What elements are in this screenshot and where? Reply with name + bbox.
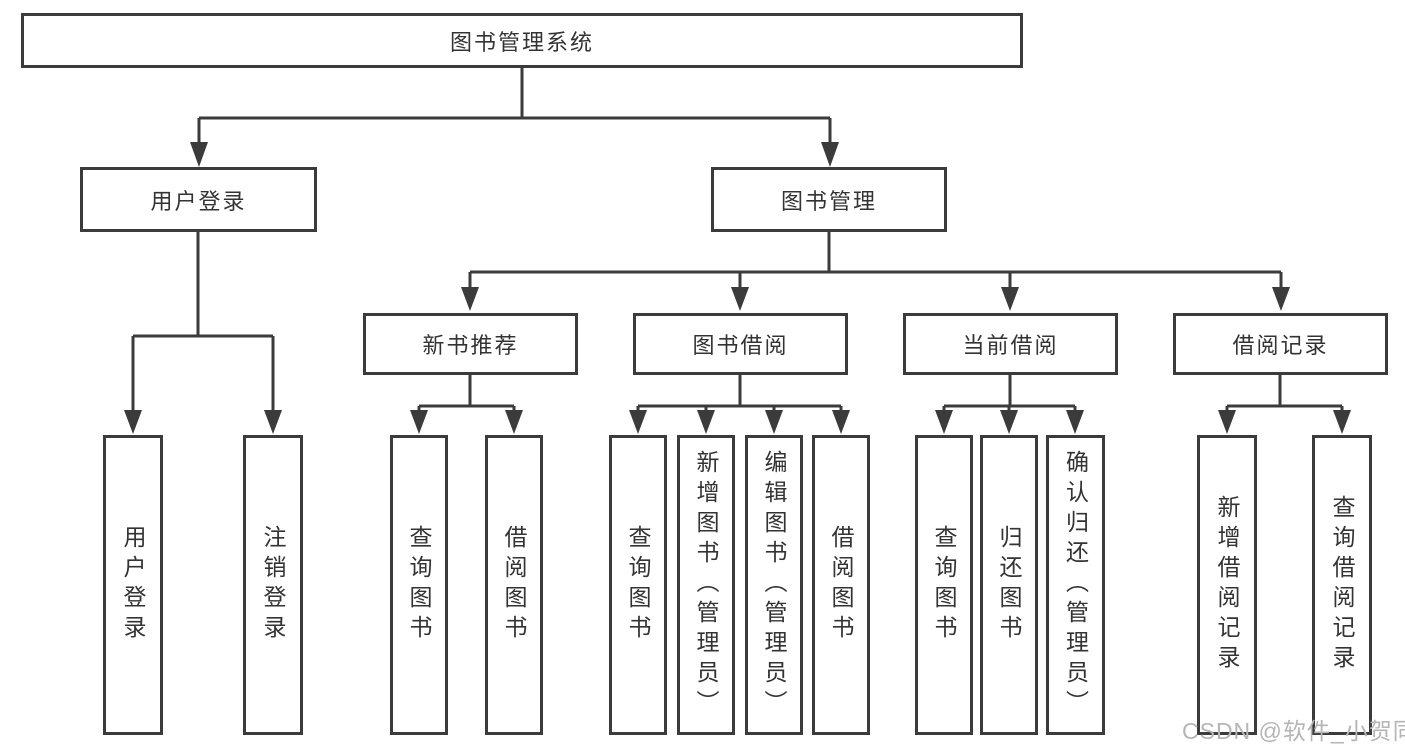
node-label: 新增借阅记录 xyxy=(1214,495,1240,675)
node-label: 查询借阅记录 xyxy=(1329,495,1355,675)
leaf-query-books-borrow: 查询图书 xyxy=(609,435,667,735)
leaf-confirm-return-admin: 确认归还（管理员） xyxy=(1046,435,1105,735)
leaf-return-book: 归还图书 xyxy=(980,435,1038,735)
node-system-root: 图书管理系统 xyxy=(21,13,1023,68)
arrowheads xyxy=(124,142,1351,434)
node-new-book-recommend: 新书推荐 xyxy=(363,313,578,375)
node-label: 注销登录 xyxy=(260,525,286,645)
node-label: 借阅图书 xyxy=(828,525,854,645)
node-label: 图书管理系统 xyxy=(449,29,594,55)
node-book-borrowing: 图书借阅 xyxy=(633,313,848,375)
node-label: 新增图书（管理员） xyxy=(693,450,719,720)
node-label: 确认归还（管理员） xyxy=(1062,450,1089,720)
node-label: 图书借阅 xyxy=(692,333,789,358)
node-label: 图书管理 xyxy=(780,188,877,214)
leaf-borrow-books-recommend: 借阅图书 xyxy=(485,435,543,735)
node-label: 归还图书 xyxy=(996,525,1022,645)
node-label: 借阅记录 xyxy=(1232,333,1329,358)
node-current-borrowing: 当前借阅 xyxy=(903,313,1118,375)
leaf-query-books-recommend: 查询图书 xyxy=(390,435,448,735)
node-label: 编辑图书（管理员） xyxy=(761,450,787,720)
leaf-edit-book-admin: 编辑图书（管理员） xyxy=(745,435,803,735)
node-label: 新书推荐 xyxy=(422,333,519,358)
node-label: 用户登录 xyxy=(150,188,247,214)
leaf-logout: 注销登录 xyxy=(243,435,303,735)
csdn-watermark: CSDN @软件_小贺同学 xyxy=(1182,718,1405,744)
node-label: 用户登录 xyxy=(120,525,146,645)
leaf-add-borrow-record: 新增借阅记录 xyxy=(1197,435,1257,735)
node-label: 借阅图书 xyxy=(501,525,527,645)
leaf-query-books-current: 查询图书 xyxy=(915,435,973,735)
node-label: 查询图书 xyxy=(931,525,957,645)
node-book-management: 图书管理 xyxy=(711,167,947,232)
leaf-add-book-admin: 新增图书（管理员） xyxy=(677,435,735,735)
node-label: 查询图书 xyxy=(625,525,651,645)
node-borrowing-records: 借阅记录 xyxy=(1173,313,1388,375)
node-label: 查询图书 xyxy=(406,525,432,645)
node-label: 当前借阅 xyxy=(962,333,1059,358)
leaf-borrow-books: 借阅图书 xyxy=(812,435,870,735)
node-user-login: 用户登录 xyxy=(80,167,317,232)
leaf-query-borrow-record: 查询借阅记录 xyxy=(1312,435,1372,735)
leaf-user-login: 用户登录 xyxy=(103,435,163,735)
